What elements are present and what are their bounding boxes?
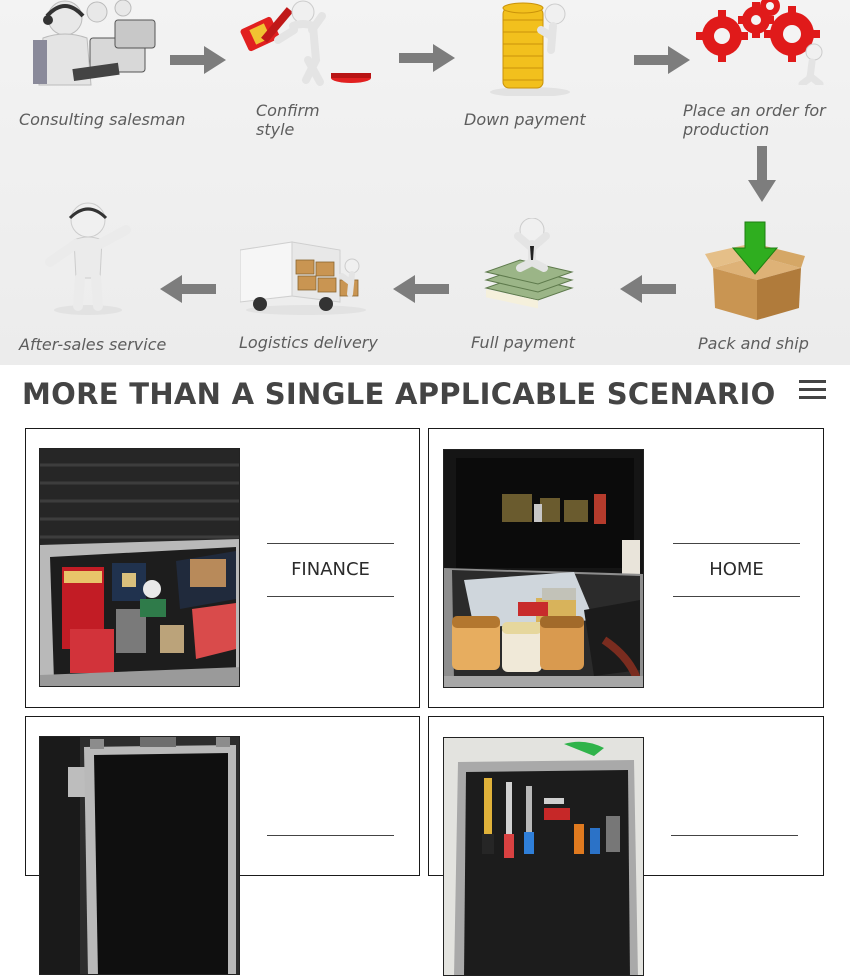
step-label-consulting: Consulting salesman bbox=[19, 110, 186, 129]
person-icon bbox=[45, 202, 131, 315]
card-label-home: HOME bbox=[709, 559, 764, 580]
process-flow: Consulting salesman Confirm style bbox=[0, 0, 850, 365]
customer-service-icon bbox=[33, 0, 156, 86]
arrow-left-icon bbox=[620, 275, 676, 303]
truck-icon bbox=[239, 241, 366, 315]
tool-case-photo bbox=[443, 737, 644, 976]
step-consulting bbox=[25, 0, 165, 100]
step-aftersales bbox=[36, 200, 140, 316]
hamburger-menu-icon[interactable] bbox=[799, 380, 827, 402]
section-title: MORE THAN A SINGLE APPLICABLE SCENARIO bbox=[22, 377, 776, 411]
arrow-down-icon bbox=[748, 146, 776, 202]
step-logistics bbox=[239, 236, 372, 316]
step-label-order: Place an order for production bbox=[683, 101, 826, 139]
step-label-logistics: Logistics delivery bbox=[239, 333, 378, 352]
card-line-top bbox=[267, 835, 394, 836]
step-pack bbox=[705, 218, 805, 322]
scenario-card-finance[interactable]: FINANCE bbox=[25, 428, 420, 708]
card-line-bottom bbox=[673, 596, 800, 597]
step-order bbox=[694, 0, 834, 88]
step-label-down: Down payment bbox=[464, 110, 586, 129]
step-label-aftersales: After-sales service bbox=[19, 335, 167, 354]
step-label-confirm: Confirm style bbox=[256, 101, 320, 139]
card-line-top bbox=[673, 543, 800, 544]
arrow-left-icon bbox=[393, 275, 449, 303]
arrow-right-icon bbox=[399, 44, 455, 72]
step-confirm bbox=[238, 0, 378, 90]
home-case-photo bbox=[443, 449, 644, 688]
scenario-card-4[interactable] bbox=[428, 716, 824, 976]
card-line-top bbox=[671, 835, 798, 836]
step-full bbox=[480, 217, 580, 312]
gears-icon bbox=[696, 0, 824, 88]
case-photo bbox=[39, 736, 240, 975]
box-icon bbox=[705, 221, 805, 320]
card-line-bottom bbox=[267, 596, 394, 597]
arrow-right-icon bbox=[170, 46, 226, 74]
gavel-icon bbox=[240, 0, 371, 86]
arrow-right-icon bbox=[634, 46, 690, 74]
arrow-left-icon bbox=[160, 275, 216, 303]
card-label-finance: FINANCE bbox=[291, 559, 370, 580]
scenario-card-3[interactable] bbox=[25, 716, 420, 975]
step-down bbox=[475, 0, 585, 97]
card-line-top bbox=[267, 543, 394, 544]
finance-case-photo bbox=[39, 448, 240, 687]
step-label-pack: Pack and ship bbox=[698, 334, 809, 353]
step-label-full: Full payment bbox=[471, 333, 575, 352]
coins-icon bbox=[490, 2, 570, 97]
cash-icon bbox=[484, 217, 574, 309]
scenario-card-home[interactable]: HOME bbox=[428, 428, 824, 708]
